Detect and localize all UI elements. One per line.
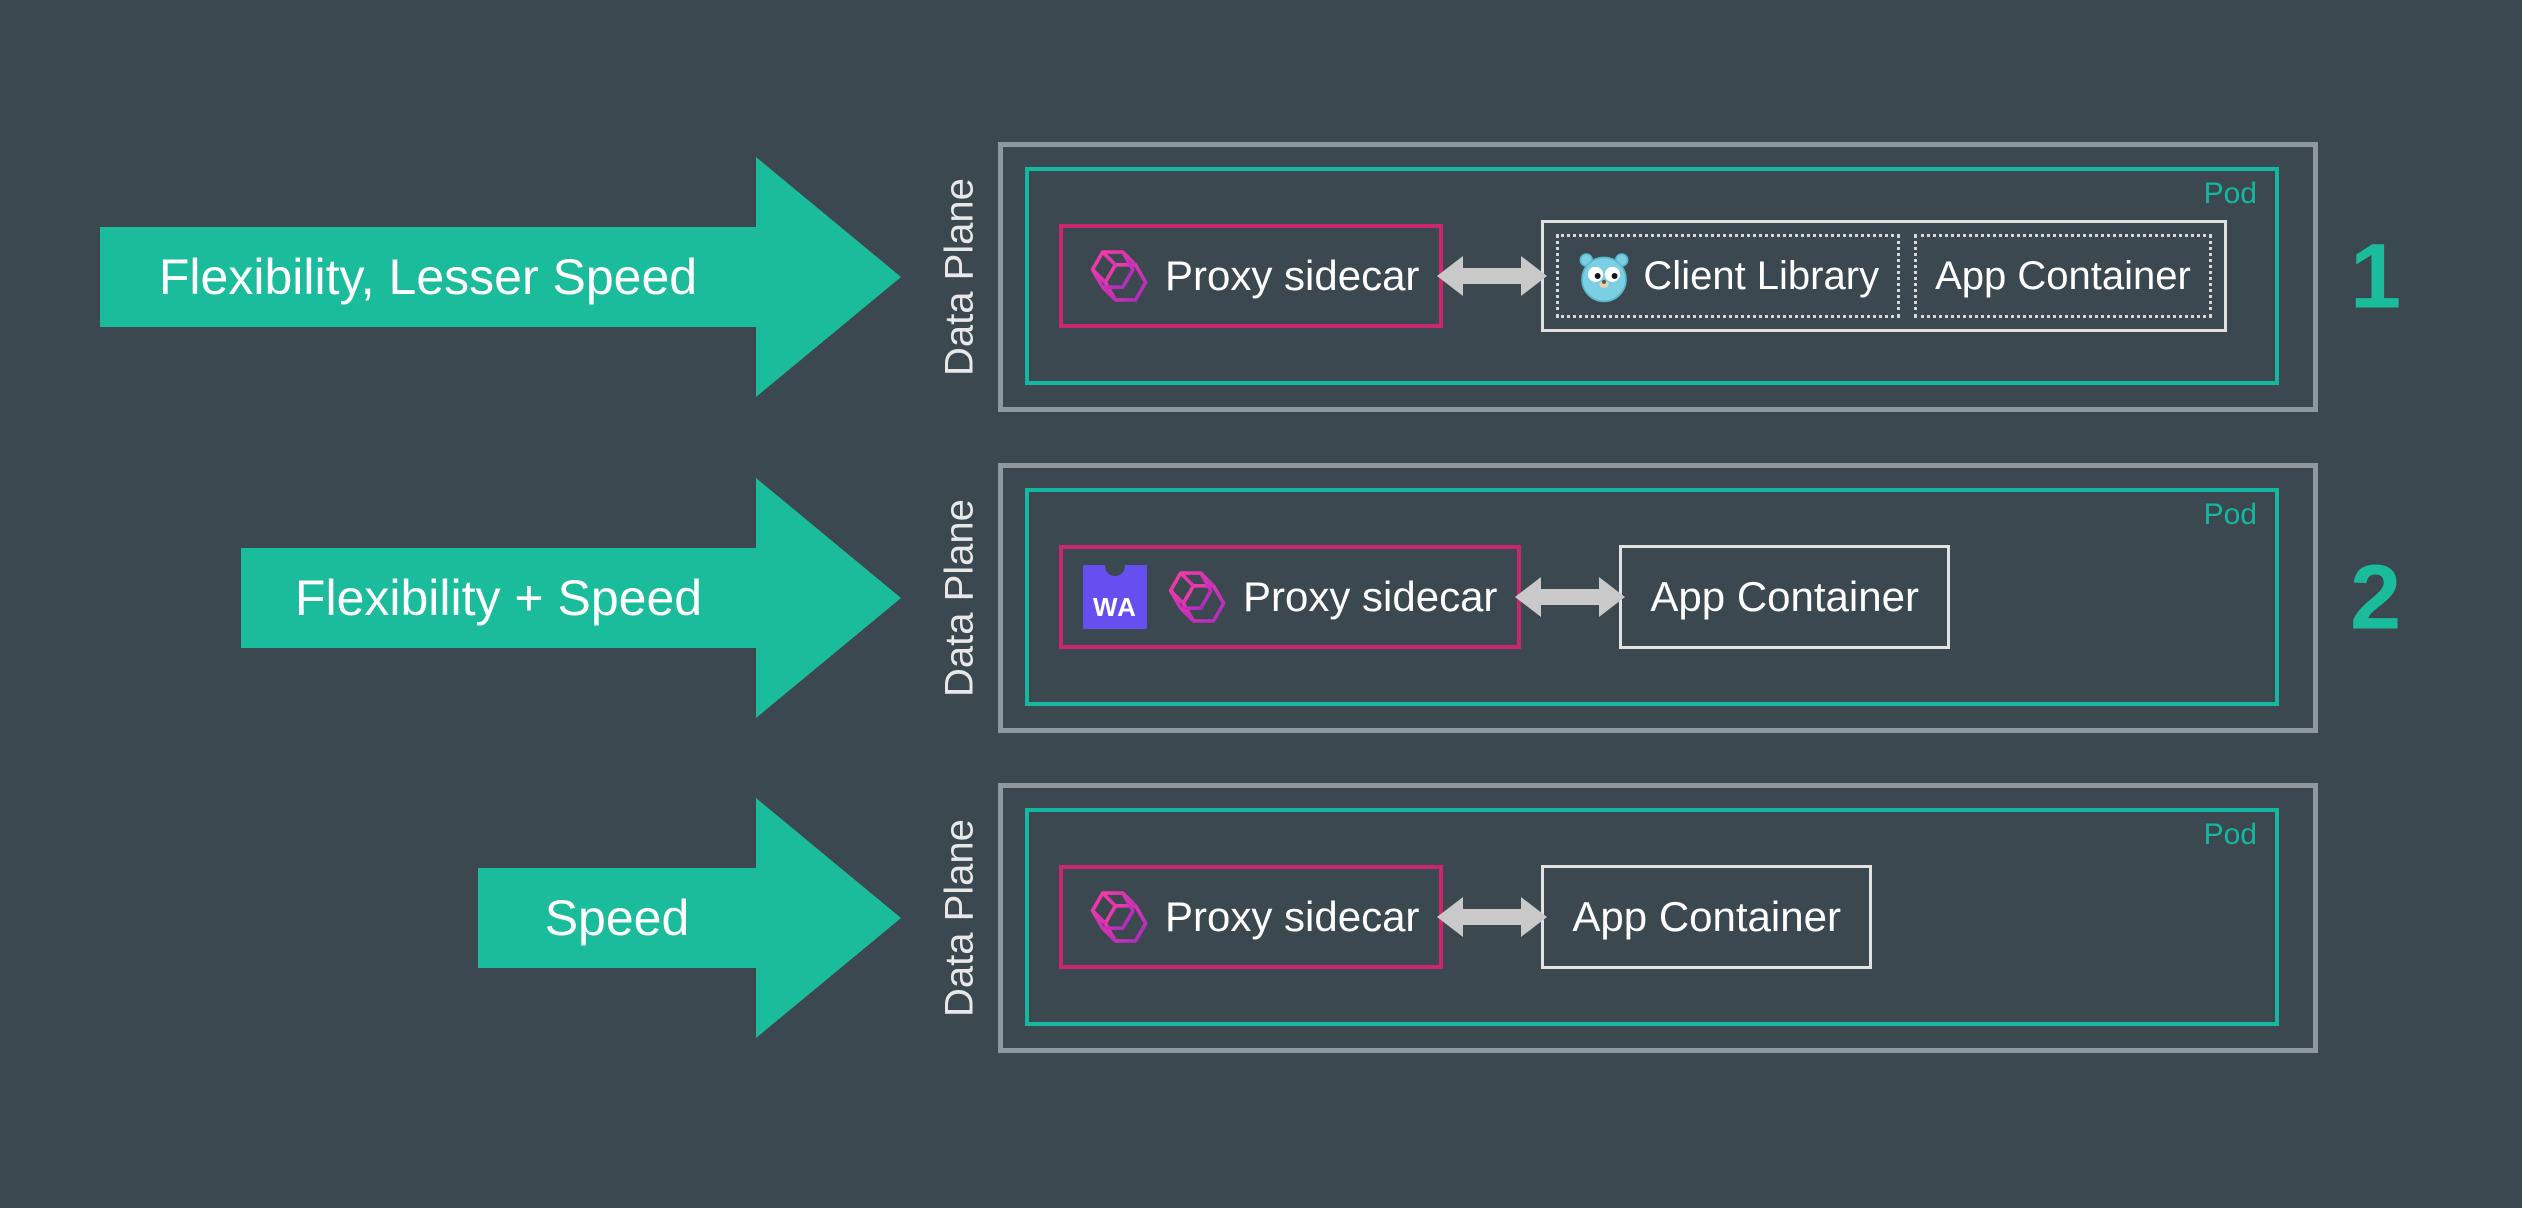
webassembly-icon: WA xyxy=(1083,565,1147,629)
proxy-sidecar-box: Proxy sidecar xyxy=(1059,224,1444,328)
flow-arrow: Speed xyxy=(478,798,901,1038)
proxy-sidecar-box: WA Proxy sidecar xyxy=(1059,545,1522,649)
pod-content: WA Proxy sidecar xyxy=(1059,545,1950,649)
bidirectional-arrow-icon xyxy=(1437,248,1548,304)
app-container-box: App Container xyxy=(1541,865,1872,969)
pod-content: Proxy sidecar xyxy=(1059,220,2227,332)
flow-arrow-head xyxy=(756,478,901,718)
pod-box: Pod Proxy sidecar xyxy=(1025,808,2279,1026)
diagram-row: Flexibility, Lesser Speed Data Plane Pod xyxy=(0,142,2522,412)
go-gopher-icon xyxy=(1577,249,1631,303)
app-container-box: App Container xyxy=(1914,234,2212,318)
app-container-group: Client Library App Container xyxy=(1541,220,2227,332)
flow-arrow-body: Speed xyxy=(478,868,756,968)
pod-content: Proxy sidecar App Container xyxy=(1059,865,1872,969)
data-plane-frame: Pod WA Proxy sidecar xyxy=(998,463,2318,733)
flow-arrow-head xyxy=(756,798,901,1038)
flow-arrow: Flexibility, Lesser Speed xyxy=(100,157,901,397)
client-library-box: Client Library xyxy=(1556,234,1901,318)
data-plane-label: Data Plane xyxy=(937,819,982,1017)
data-plane-frame: Pod Proxy sidecar xyxy=(998,783,2318,1053)
proxy-sidecar-label: Proxy sidecar xyxy=(1165,252,1420,299)
flow-arrow-label: Flexibility + Speed xyxy=(294,570,703,626)
flow-arrow-head xyxy=(756,157,901,397)
proxy-sidecar-label: Proxy sidecar xyxy=(1243,573,1498,620)
data-plane-frame: Pod Proxy sidecar xyxy=(998,142,2318,412)
proxy-sidecar-box: Proxy sidecar xyxy=(1059,865,1444,969)
diagram-row: Flexibility + Speed Data Plane Pod WA xyxy=(0,463,2522,733)
envoy-proxy-logo-icon xyxy=(1083,242,1151,310)
bidirectional-arrow-icon xyxy=(1515,569,1626,625)
flow-arrow-label: Flexibility, Lesser Speed xyxy=(158,249,698,305)
app-container-label: App Container xyxy=(1572,893,1841,940)
flow-arrow-body: Flexibility, Lesser Speed xyxy=(100,227,756,327)
row-number: 2 xyxy=(2350,546,2402,649)
envoy-proxy-logo-icon xyxy=(1161,563,1229,631)
row-number: 1 xyxy=(2350,225,2402,328)
envoy-proxy-logo-icon xyxy=(1083,883,1151,951)
bidirectional-arrow-icon xyxy=(1437,889,1548,945)
pod-label: Pod xyxy=(2203,818,2257,851)
flow-arrow-body: Flexibility + Speed xyxy=(241,548,756,648)
webassembly-label: WA xyxy=(1093,592,1137,622)
data-plane-label: Data Plane xyxy=(937,178,982,376)
diagram-row: Speed Data Plane Pod xyxy=(0,783,2522,1053)
pod-label: Pod xyxy=(2203,498,2257,531)
client-library-label: Client Library xyxy=(1643,253,1880,298)
app-container-label: App Container xyxy=(1935,253,2191,298)
flow-arrow-label: Speed xyxy=(544,890,690,946)
proxy-sidecar-label: Proxy sidecar xyxy=(1165,893,1420,940)
flow-arrow: Flexibility + Speed xyxy=(241,478,901,718)
data-plane-label: Data Plane xyxy=(937,499,982,697)
app-container-box: App Container xyxy=(1619,545,1950,649)
pod-box: Pod WA Proxy sidecar xyxy=(1025,488,2279,706)
pod-label: Pod xyxy=(2203,177,2257,210)
pod-box: Pod Proxy sidecar xyxy=(1025,167,2279,385)
app-container-label: App Container xyxy=(1650,573,1919,620)
